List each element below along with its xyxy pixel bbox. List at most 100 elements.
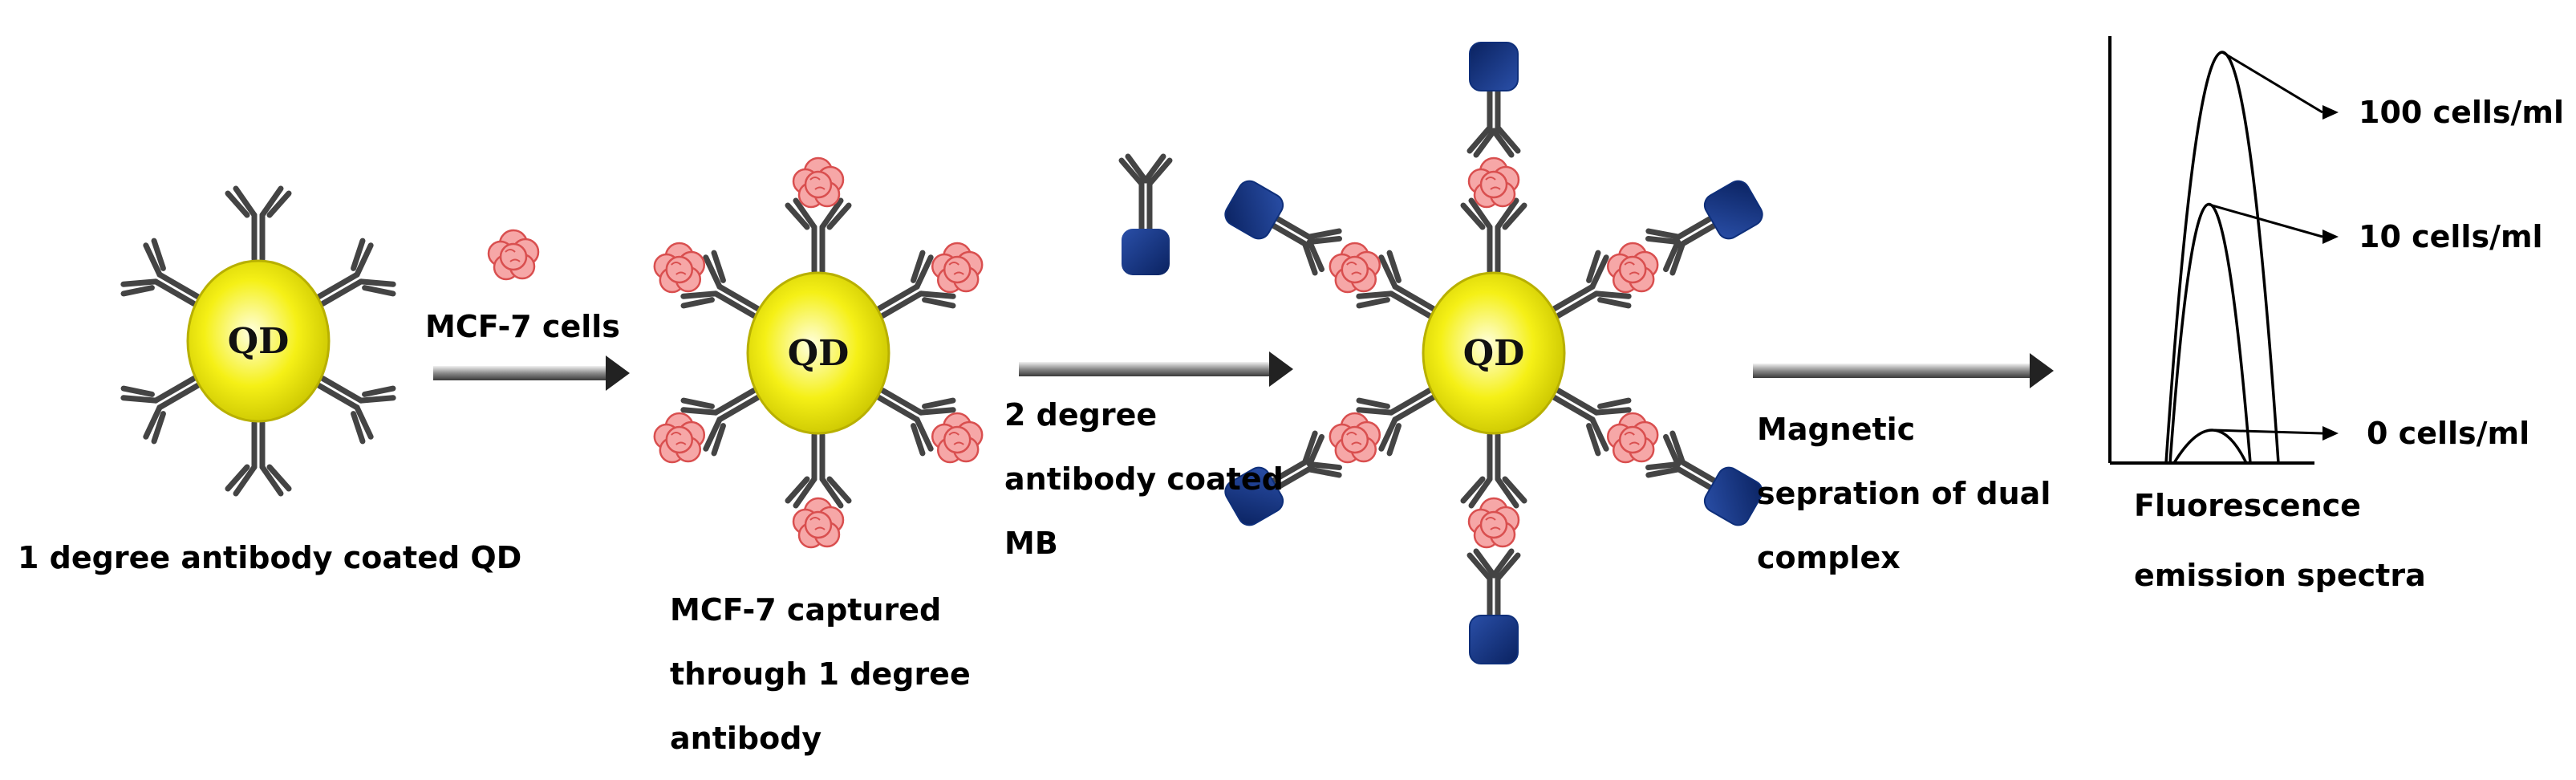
spectra-peak-label-0: 0 cells/ml <box>2367 416 2530 451</box>
secondary-antibody-arm <box>1302 241 1318 276</box>
secondary-antibody-arm <box>1473 548 1497 579</box>
antibody-arm <box>120 395 159 404</box>
antibody-arm <box>120 285 155 297</box>
arrow-head <box>2030 353 2054 388</box>
antibody-stem <box>152 376 197 404</box>
spectra-leader-line <box>2213 429 2323 435</box>
primary-antibody <box>785 156 852 274</box>
arrow2-label-line-3: MB <box>1004 526 1058 561</box>
secondary-antibody-stem <box>1274 215 1315 242</box>
antibody-stem <box>716 394 761 423</box>
arrow-head <box>1269 351 1293 387</box>
magnetic-bead <box>1469 615 1519 664</box>
spectra-peak-curve <box>2168 202 2252 464</box>
antibody-arm <box>358 395 396 404</box>
antibody-arm <box>819 476 844 509</box>
magnetic-bead <box>1703 466 1763 526</box>
antibody-arm <box>1589 416 1609 452</box>
secondary-antibody-arm <box>1663 239 1681 273</box>
free-mcf7-cell <box>487 229 540 281</box>
antibody-stem <box>315 271 360 300</box>
antibody-arm <box>1597 297 1632 309</box>
secondary-antibody-stem <box>1677 457 1718 484</box>
cell-lobe <box>1618 255 1647 284</box>
secondary-antibody-stem <box>1673 215 1714 242</box>
magnetic-bead <box>1703 180 1763 240</box>
antibody-arm <box>266 464 292 492</box>
cell-lobe <box>499 242 528 271</box>
antibody-stem <box>1392 283 1437 312</box>
antibody-stem <box>875 283 920 312</box>
cell-lobe <box>804 170 833 199</box>
antibody-stem <box>152 278 197 307</box>
antibody-arm <box>1593 290 1632 299</box>
antibody-arm <box>680 407 719 416</box>
antibody-arm <box>1378 416 1398 452</box>
secondary-antibody-arm <box>1306 466 1342 478</box>
mcf7-cell <box>653 412 706 464</box>
secondary-antibody-arm <box>1466 552 1493 582</box>
antibody-arm <box>151 238 166 271</box>
primary-antibody <box>120 238 201 307</box>
secondary-antibody-arm <box>1302 430 1318 465</box>
spectra-leader-arrowhead <box>2322 230 2339 244</box>
free-antibody-arm <box>1142 153 1166 184</box>
antibody-arm <box>362 385 396 397</box>
antibody-arm <box>1597 397 1632 409</box>
antibody-arm <box>922 397 956 409</box>
antibody-arm <box>1386 423 1402 457</box>
arrow-2 <box>1019 351 1293 387</box>
secondary-antibody-arm <box>1491 128 1515 158</box>
antibody-arm <box>151 411 166 445</box>
secondary-antibody-arm <box>1307 461 1342 471</box>
secondary-antibody-arm <box>1663 433 1681 467</box>
dual-complex: QD <box>1224 42 1763 664</box>
arrow-shaft <box>1019 362 1272 376</box>
antibody-arm <box>680 290 719 299</box>
cell-lobe <box>943 425 972 454</box>
primary-antibody <box>785 432 852 549</box>
free-antibody-arm <box>1146 157 1173 187</box>
antibody-arm <box>1386 250 1402 283</box>
antibody-arm <box>826 202 852 230</box>
secondary-antibody-arm <box>1645 235 1681 245</box>
antibody-arm <box>826 476 852 504</box>
antibody-arm <box>703 416 723 452</box>
antibody-arm <box>120 278 159 287</box>
cell-lobe <box>665 425 694 454</box>
antibody-arm <box>1356 290 1394 299</box>
secondary-antibody-arm <box>1473 128 1497 158</box>
antibody-arm <box>362 285 396 297</box>
antibody-arm <box>266 190 292 218</box>
antibody-arm <box>1586 423 1601 457</box>
secondary-antibody-arm <box>1491 548 1515 579</box>
primary-antibody <box>1224 388 1437 526</box>
antibody-arm <box>1589 254 1609 290</box>
mcf7-cell <box>792 497 845 549</box>
antibody-arm <box>1495 476 1519 509</box>
cell-lobe <box>1341 255 1369 284</box>
arrow-1 <box>433 355 630 391</box>
qd-cell-complex: QD <box>653 156 984 549</box>
step2-caption-line-2: through 1 degree <box>670 656 971 692</box>
free-secondary-antibody <box>1118 153 1173 275</box>
step1-caption: 1 degree antibody coated QD <box>18 540 522 575</box>
antibody-arm <box>785 476 810 504</box>
arrow2-label-line-2: antibody coated <box>1004 461 1284 497</box>
antibody-stem <box>1388 290 1433 319</box>
cell-lobe <box>1479 170 1508 199</box>
secondary-antibody-arm <box>1307 239 1325 273</box>
antibody-arm <box>1502 202 1527 230</box>
spectra-peak-curve <box>2164 51 2280 464</box>
arrow-shaft <box>433 366 609 380</box>
step2-caption-line-3: antibody <box>670 721 822 756</box>
primary-antibody <box>315 376 396 445</box>
arrow-head <box>606 355 630 391</box>
magnetic-bead <box>1224 466 1284 526</box>
antibody-arm <box>680 397 715 409</box>
magnetic-bead <box>1224 180 1284 240</box>
mcf7-cell <box>1606 242 1659 294</box>
antibody-arm <box>703 254 723 290</box>
antibody-arm <box>259 185 284 218</box>
